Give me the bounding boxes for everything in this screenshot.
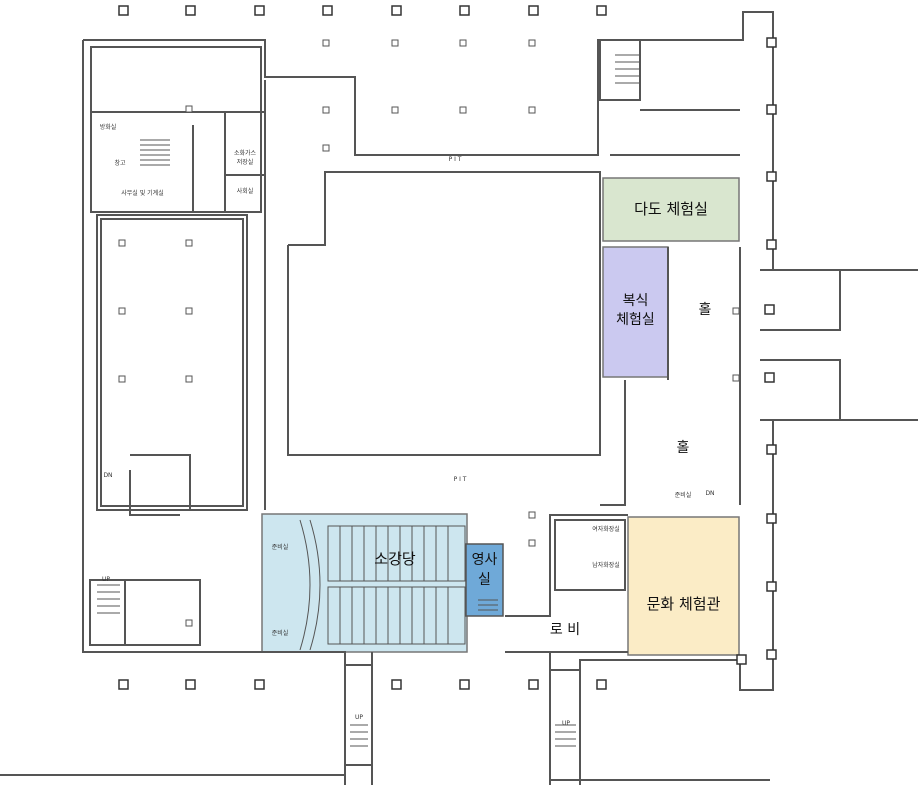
room-yeongsa-fill[interactable]: [465, 543, 504, 617]
room-hall-label-1: 홀: [698, 302, 712, 318]
room-dado-fill[interactable]: [602, 177, 740, 242]
fire-storage-label-1: 소화가스: [233, 150, 257, 157]
pit-label-mid: P I T: [453, 476, 467, 483]
toilet-label-1: 여자화장실: [592, 526, 620, 533]
up-label-left: UP: [101, 576, 110, 583]
room-sogangdang-label: 소강당: [374, 550, 416, 568]
room-hall-label-2: 홀: [676, 440, 690, 456]
storage-label-1: 준비실: [271, 544, 289, 551]
fire-storage-label-2: 저장실: [236, 159, 254, 166]
room-lobby-label: 로 비: [549, 622, 581, 638]
room-munhwa-label: 문화 체험관: [646, 595, 721, 613]
pit-label-top: P I T: [448, 156, 462, 163]
room-yeongsa-label-line2: 실: [478, 572, 491, 588]
hall-small-label: 준비실: [674, 492, 692, 499]
dn-label-right: DN: [705, 490, 715, 497]
toilet-label-2: 남자화장실: [592, 562, 620, 569]
room-boksik-label-line2: 체험실: [616, 312, 655, 328]
office-mid-label: 창고: [114, 160, 126, 167]
room-boksik-label-line1: 복식: [622, 293, 649, 309]
jangbi-label: 사회실: [236, 188, 254, 195]
office-bottom-label: 사무실 및 기계실: [121, 190, 164, 197]
room-yeongsa-label-line1: 영사: [471, 552, 498, 568]
storage-label-2: 준비실: [271, 630, 289, 637]
room-dado-label: 다도 체험실: [634, 200, 708, 218]
dn-label-left: DN: [103, 472, 113, 479]
room-boksik-fill[interactable]: [602, 246, 669, 378]
office-top-label: 방화실: [99, 124, 117, 131]
up-label-bottom-2: UP: [561, 720, 570, 727]
up-label-bottom-1: UP: [354, 714, 363, 721]
room-munhwa-fill[interactable]: [627, 516, 740, 656]
